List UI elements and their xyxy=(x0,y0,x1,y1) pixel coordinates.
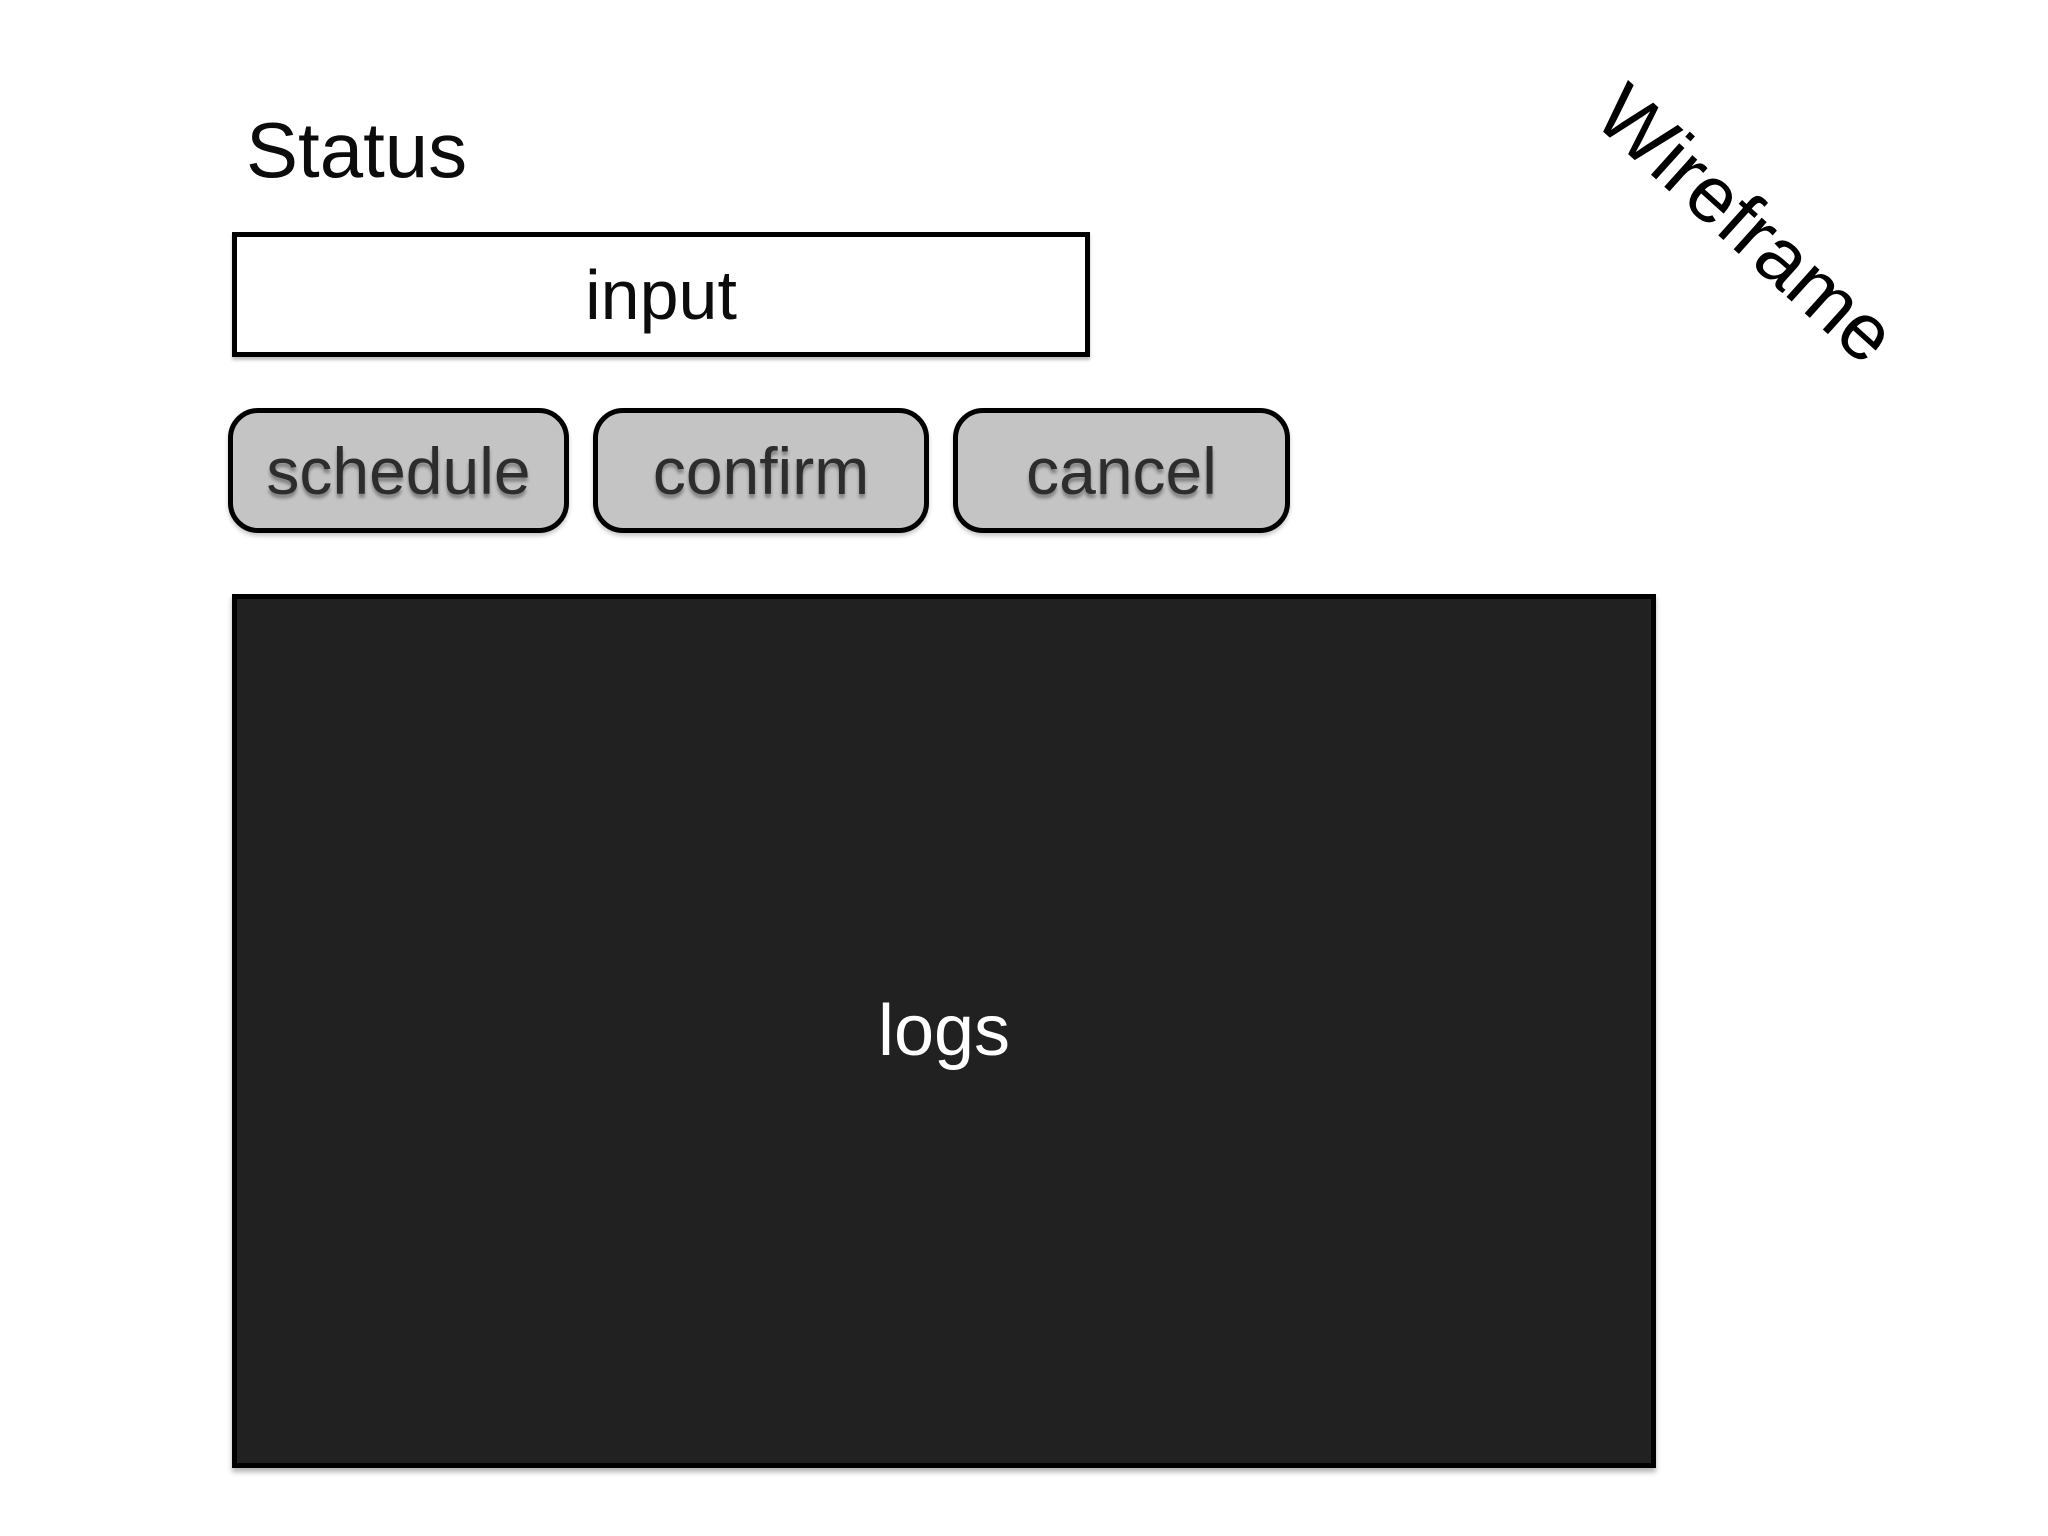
logs-panel: logs xyxy=(232,594,1656,1468)
button-row: schedule confirm cancel xyxy=(228,408,1290,533)
confirm-button[interactable]: confirm xyxy=(593,408,929,533)
logs-label: logs xyxy=(877,991,1011,1071)
status-label: Status xyxy=(246,106,468,194)
wireframe-watermark: Wireframe xyxy=(1579,67,1914,381)
input-value: input xyxy=(585,255,737,334)
cancel-button[interactable]: cancel xyxy=(953,408,1290,533)
schedule-button[interactable]: schedule xyxy=(228,408,569,533)
input-field[interactable]: input xyxy=(232,232,1090,357)
